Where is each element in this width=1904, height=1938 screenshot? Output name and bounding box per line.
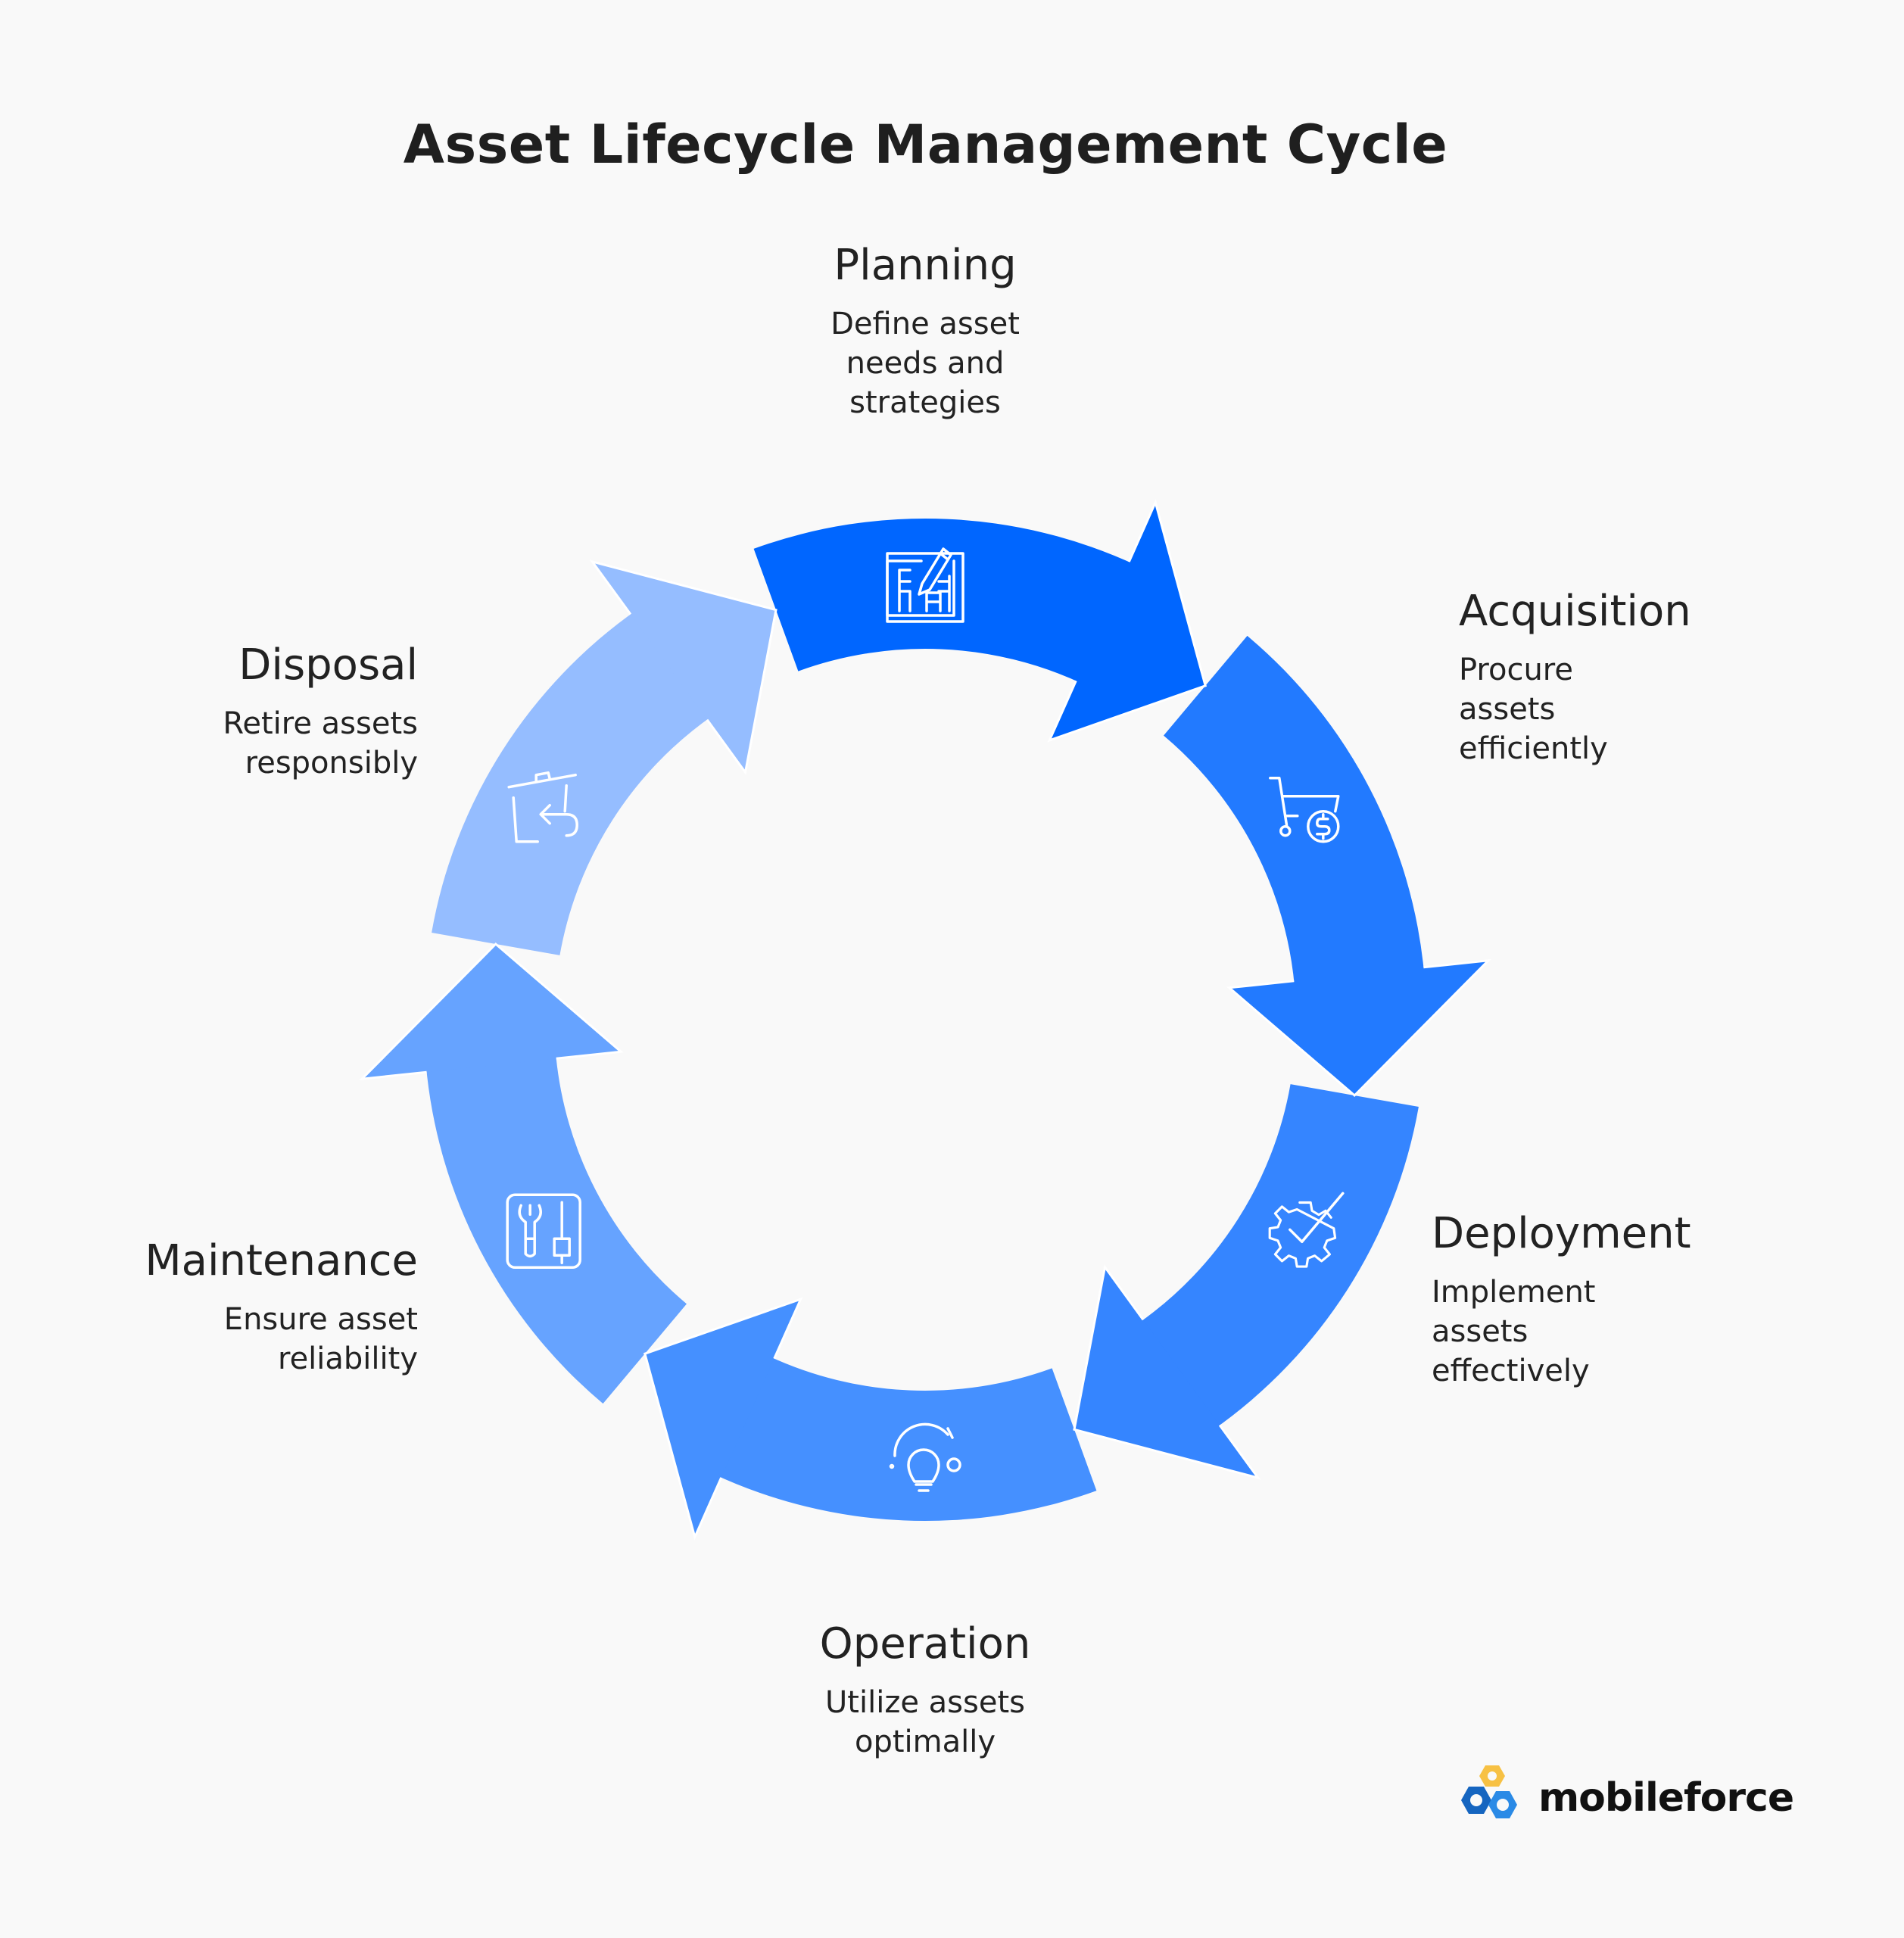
stage-desc-line: Define asset (830, 307, 1020, 341)
stage-label-planning: Planning Define asset needs and strategies (830, 239, 1020, 422)
arrow-head-acquisition (1226, 958, 1491, 1098)
stage-desc-line: reliability (278, 1341, 418, 1376)
stage-name: Maintenance (145, 1236, 418, 1285)
stage-desc-line: Retire assets (223, 706, 418, 741)
stage-desc-line: needs and (846, 346, 1005, 381)
arrow-head-disposal (589, 559, 777, 775)
stage-label-operation: Operation Utilize assets optimally (820, 1618, 1031, 1762)
stage-label-disposal: Disposal Retire assets responsibly (223, 639, 418, 783)
trash-recycle-icon (507, 771, 578, 843)
arrow-head-planning (1047, 499, 1208, 743)
arrow-head-deployment (1073, 1264, 1261, 1480)
stage-label-acquisition: Acquisition Procure assets efficiently (1459, 585, 1691, 768)
stage-desc-line: Ensure asset (223, 1302, 418, 1337)
stage-desc-line: assets (1432, 1314, 1528, 1349)
stage-desc-line: optimally (854, 1725, 996, 1759)
shopping-cart-dollar-icon (1269, 776, 1340, 843)
stage-name: Deployment (1432, 1209, 1691, 1258)
logo-text: mobileforce (1538, 1775, 1794, 1821)
logo-hexagons-icon (1461, 1765, 1517, 1818)
arrow-body-maintenance (425, 1052, 687, 1404)
stage-name: Disposal (238, 640, 418, 690)
arrow-body-acquisition (1164, 635, 1425, 988)
mobileforce-logo: mobileforce (1455, 1764, 1794, 1832)
arrow-body-planning (753, 518, 1137, 684)
stage-desc-line: strategies (849, 385, 1001, 420)
stage-name: Acquisition (1459, 587, 1691, 636)
stage-desc-line: effectively (1432, 1354, 1590, 1388)
stage-desc-line: Procure (1459, 653, 1573, 687)
arrow-head-maintenance (359, 942, 624, 1081)
lightbulb-icon (889, 1422, 961, 1492)
arrow-head-operation (643, 1297, 803, 1541)
arrow-body-operation (713, 1356, 1097, 1522)
stage-desc-line: assets (1459, 692, 1556, 727)
wrench-tools-icon (506, 1193, 581, 1270)
diagram-title: Asset Lifecycle Management Cycle (403, 114, 1448, 176)
stage-name: Operation (819, 1619, 1031, 1668)
stage-label-deployment: Deployment Implement assets effectively (1432, 1207, 1691, 1391)
gear-check-icon (1268, 1192, 1345, 1268)
stage-desc-line: responsibly (245, 746, 418, 780)
stage-desc-line: Implement (1432, 1275, 1596, 1310)
arrow-body-disposal (432, 609, 712, 955)
blueprint-pencil-icon (886, 547, 964, 623)
stage-desc-line: Utilize assets (825, 1685, 1025, 1720)
stage-desc-line: efficiently (1459, 731, 1608, 766)
stage-label-maintenance: Maintenance Ensure asset reliability (145, 1235, 418, 1379)
stage-name: Planning (834, 241, 1017, 290)
